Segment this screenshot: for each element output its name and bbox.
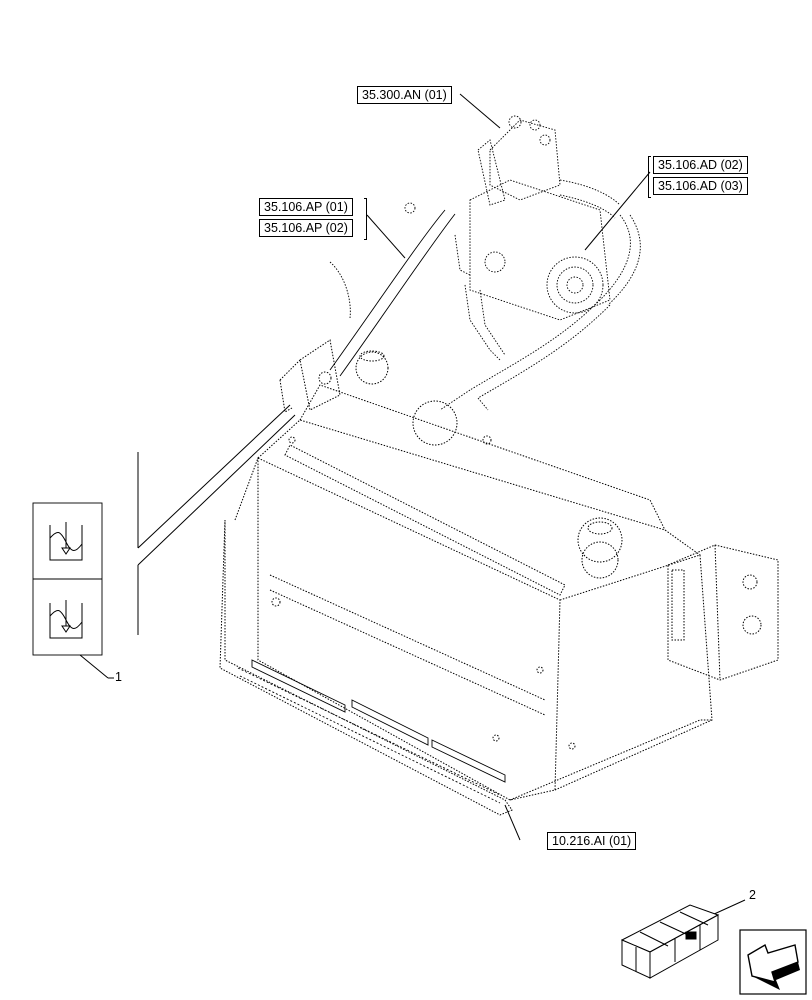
ref-10-216-ai-01[interactable]: 10.216.AI (01) — [547, 832, 637, 850]
ref-bracket-ap — [364, 198, 367, 240]
hydraulic-tank — [219, 339, 779, 816]
hydraulic-fluid-level-icon — [32, 502, 103, 656]
ref-bracket-ad — [648, 156, 651, 198]
leader-lines — [79, 93, 746, 916]
ref-35-106-ap-02[interactable]: 35.106.AP (02) — [259, 219, 353, 237]
ref-35-106-ap-01[interactable]: 35.106.AP (01) — [259, 198, 353, 216]
ref-35-300-an-01[interactable]: 35.300.AN (01) — [357, 86, 452, 104]
callout-1: 1 — [115, 670, 122, 684]
ref-35-106-ad-02[interactable]: 35.106.AD (02) — [653, 156, 748, 174]
callout-2: 2 — [749, 888, 756, 902]
ref-35-106-ad-03[interactable]: 35.106.AD (03) — [653, 177, 748, 195]
filter-elements — [237, 659, 506, 804]
navigation-arrow-icon[interactable] — [739, 929, 807, 995]
parts-kit-box-icon — [620, 904, 720, 979]
hydraulic-pump-assembly — [404, 115, 641, 411]
suction-hose — [329, 209, 456, 377]
